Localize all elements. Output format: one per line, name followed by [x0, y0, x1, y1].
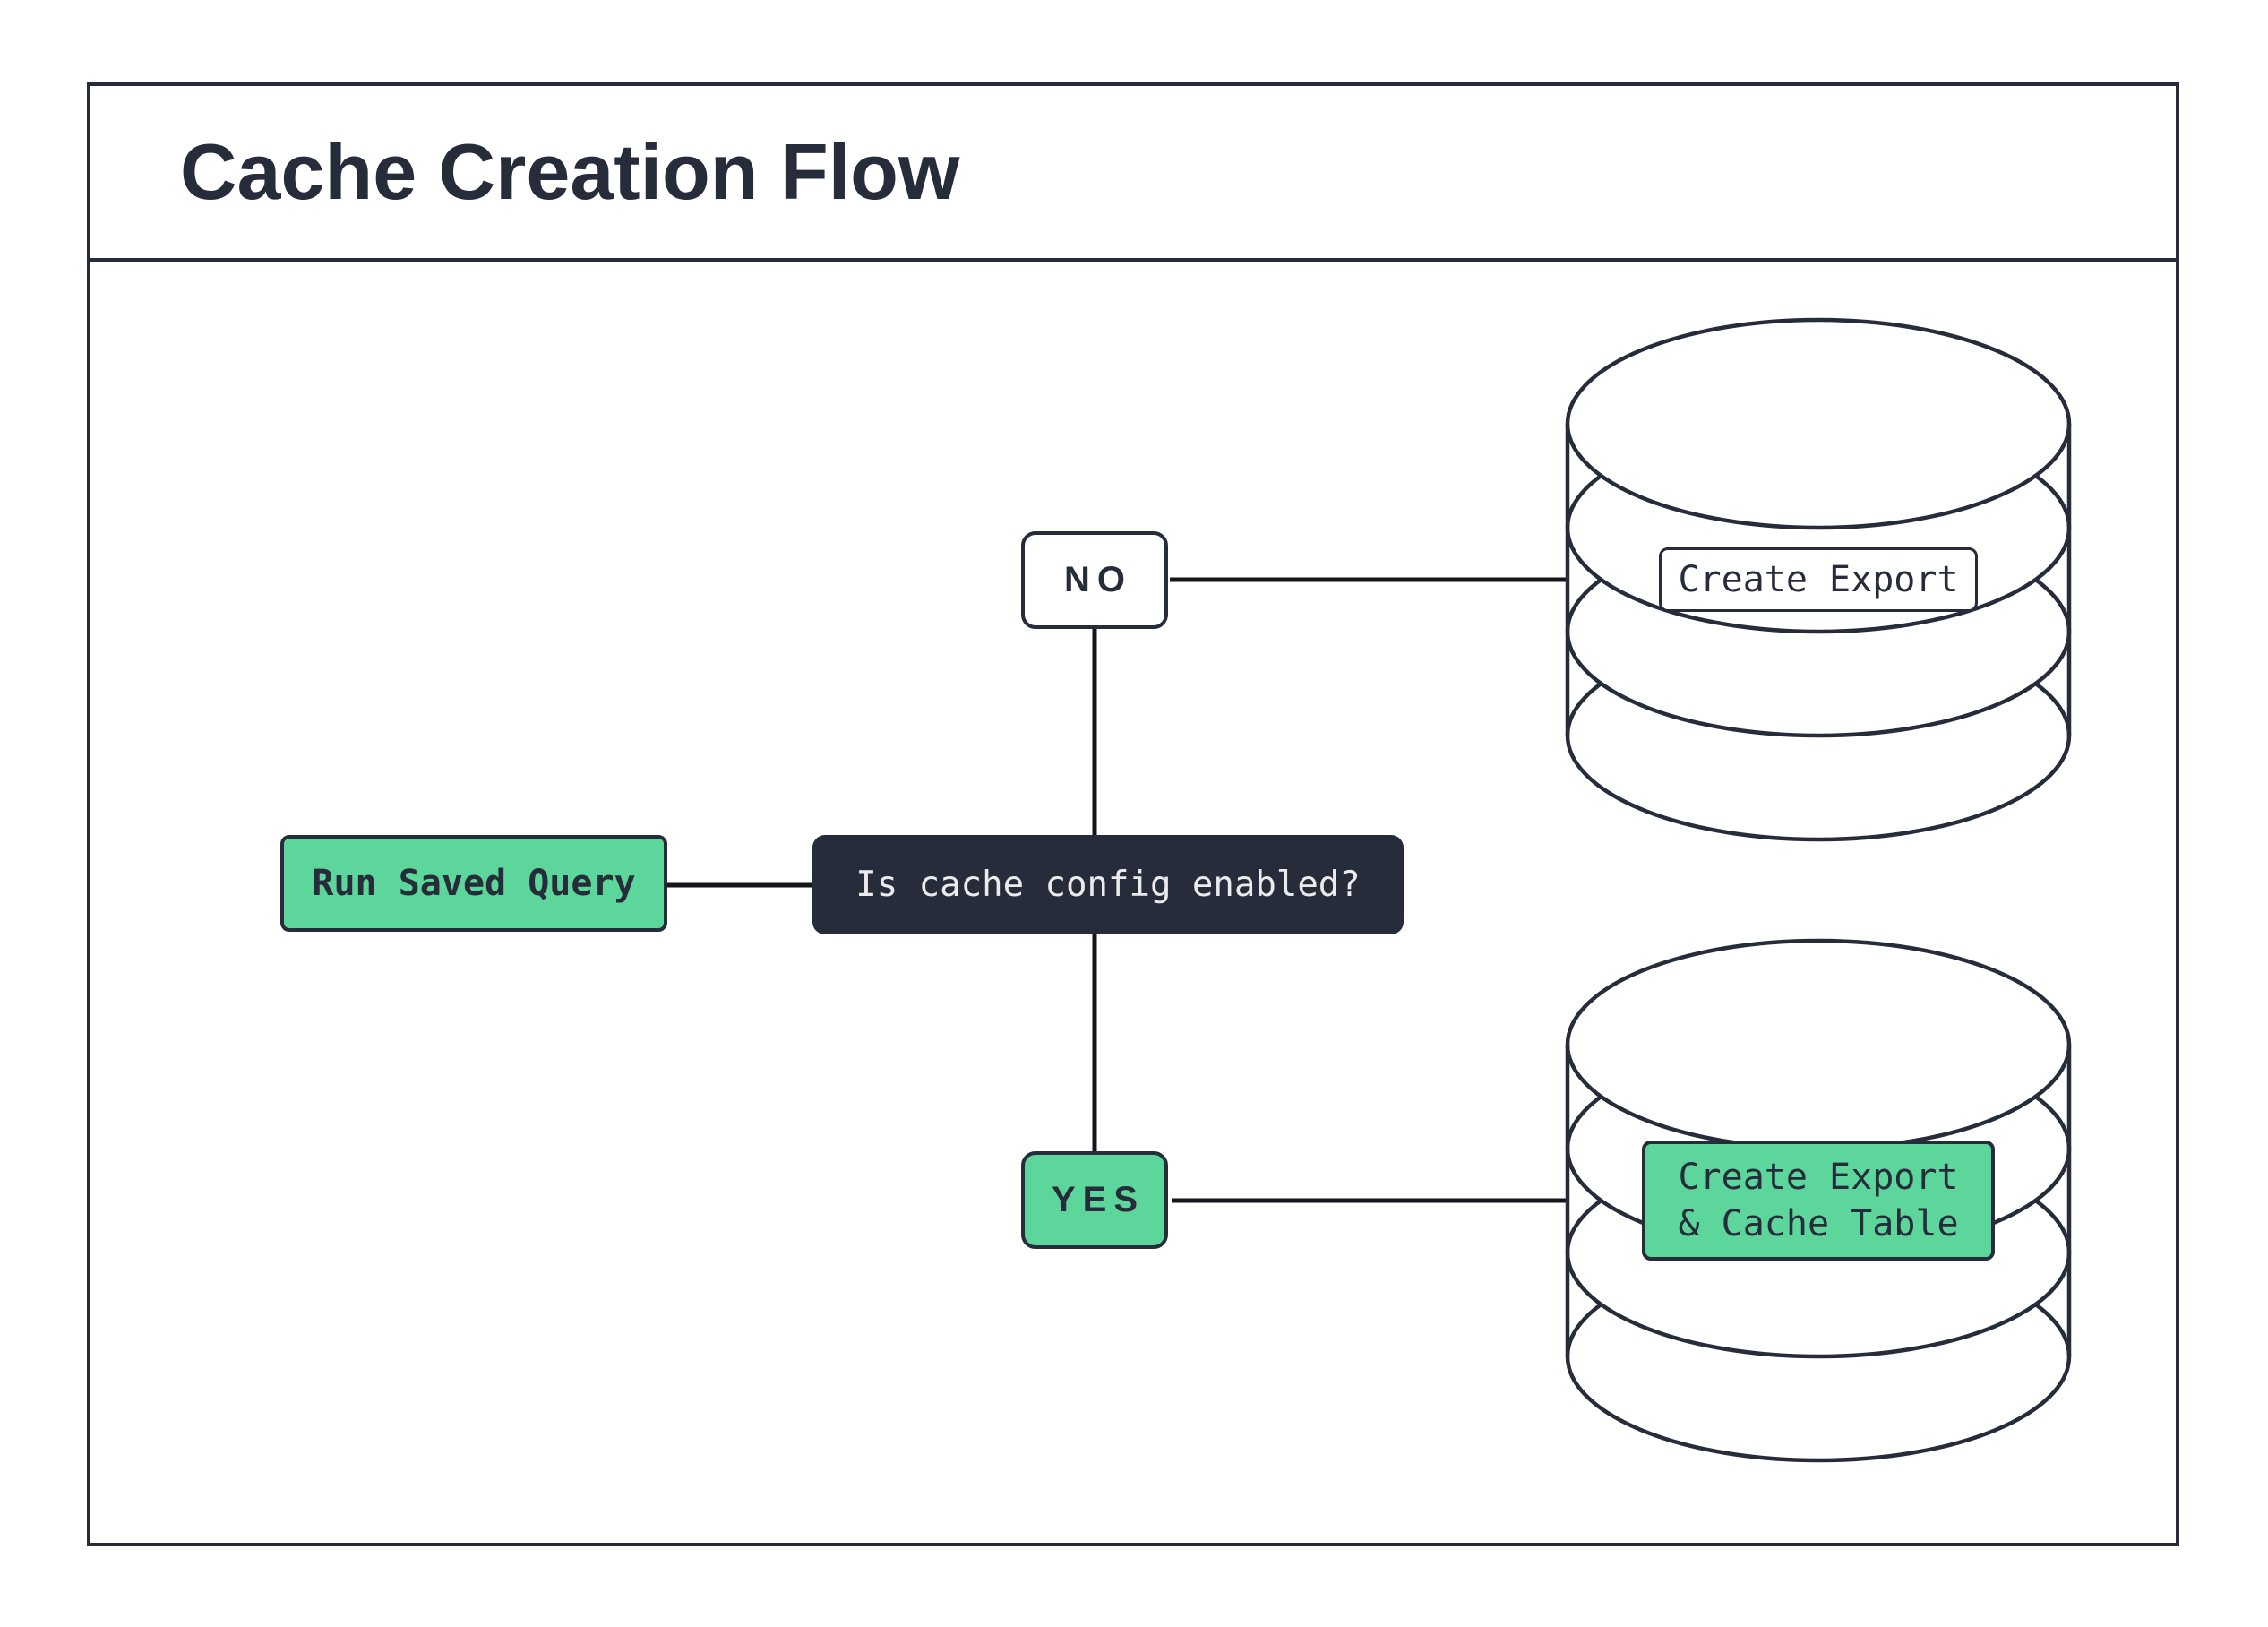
start-node-label: Run Saved Query [312, 863, 636, 904]
page-title: Cache Creation Flow [180, 127, 960, 216]
create-export-cache-label: Create Export & Cache Table [1642, 1141, 1995, 1261]
branch-no-label: NO [1064, 560, 1132, 599]
create-export-label: Create Export [1659, 547, 1978, 612]
decision-node-label: Is cache config enabled? [855, 865, 1361, 905]
start-node-run-saved-query: Run Saved Query [280, 835, 667, 932]
db-top-disc-1 [1565, 317, 2072, 530]
db-bottom-disc-1 [1565, 938, 2072, 1151]
branch-yes-label: YES [1051, 1180, 1146, 1219]
decision-node-cache-config: Is cache config enabled? [812, 835, 1404, 934]
branch-node-no: NO [1021, 531, 1168, 629]
diagram-header: Cache Creation Flow [87, 82, 2179, 262]
connector-lines [667, 577, 1569, 1203]
create-export-label-text: Create Export [1678, 559, 1959, 600]
create-export-cache-line2: & Cache Table [1678, 1203, 1959, 1244]
branch-node-yes: YES [1021, 1151, 1168, 1249]
create-export-cache-line1: Create Export [1678, 1157, 1959, 1198]
